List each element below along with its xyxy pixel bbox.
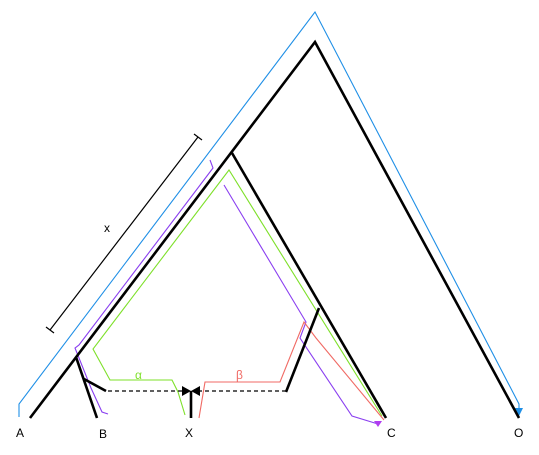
purple-path-right	[223, 184, 379, 425]
alpha-label: α	[135, 368, 142, 382]
reticulation-arrowhead-left	[182, 386, 191, 396]
outer-path-arrowhead	[515, 408, 523, 416]
leaf-label-b: B	[99, 427, 107, 441]
branch-length-bar-cap-bottom	[45, 326, 55, 334]
tree-branch-b	[74, 356, 99, 419]
leaf-label-o: O	[514, 426, 523, 440]
beta-label: β	[236, 368, 243, 382]
branch-length-bar	[49, 136, 199, 331]
tree-branch-b-hybrid	[83, 377, 107, 393]
green-path-alpha	[92, 169, 383, 417]
branch-length-bar-cap-top	[193, 133, 203, 141]
leaf-label-x: X	[185, 426, 193, 440]
outer-path-blue	[18, 10, 520, 417]
branch-length-label: x	[104, 221, 110, 235]
purple-path	[74, 159, 214, 415]
tree-branch-a-root-o	[28, 39, 521, 419]
leaf-label-c: C	[387, 426, 396, 440]
reticulation-arrowhead-right	[191, 386, 200, 396]
tree-branch-inner-c	[230, 152, 388, 419]
tree-branch-beta-hybrid	[284, 307, 321, 393]
c-endpoint-marker	[374, 421, 382, 427]
red-path-beta	[198, 320, 385, 421]
leaf-label-a: A	[16, 426, 24, 440]
